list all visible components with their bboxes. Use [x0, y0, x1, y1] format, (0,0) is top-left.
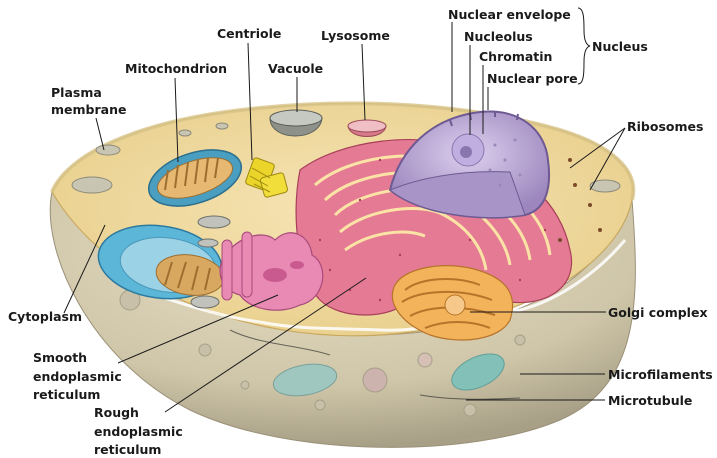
- label-lysosome: Lysosome: [321, 28, 390, 43]
- label-rough-er-3: reticulum: [94, 442, 161, 457]
- label-chromatin: Chromatin: [479, 49, 552, 64]
- label-vacuole: Vacuole: [268, 61, 323, 76]
- label-golgi-complex: Golgi complex: [608, 305, 708, 320]
- label-microtubule: Microtubule: [608, 393, 692, 408]
- label-smooth-er-1: Smooth: [33, 350, 87, 365]
- label-rough-er-1: Rough: [94, 405, 139, 420]
- label-nuclear-envelope: Nuclear envelope: [448, 7, 571, 22]
- label-microfilaments: Microfilaments: [608, 367, 713, 382]
- label-rough-er-2: endoplasmic: [94, 424, 183, 439]
- label-nucleus: Nucleus: [592, 39, 648, 54]
- label-smooth-er-2: endoplasmic: [33, 369, 122, 384]
- label-ribosomes: Ribosomes: [627, 119, 703, 134]
- label-mitochondrion: Mitochondrion: [125, 61, 227, 76]
- label-plasma-membrane-2: membrane: [51, 102, 126, 117]
- label-plasma-membrane-1: Plasma: [51, 85, 102, 100]
- label-centriole: Centriole: [217, 26, 281, 41]
- label-nucleolus: Nucleolus: [464, 29, 533, 44]
- label-smooth-er-3: reticulum: [33, 387, 100, 402]
- label-nuclear-pore: Nuclear pore: [487, 71, 578, 86]
- label-cytoplasm: Cytoplasm: [8, 309, 82, 324]
